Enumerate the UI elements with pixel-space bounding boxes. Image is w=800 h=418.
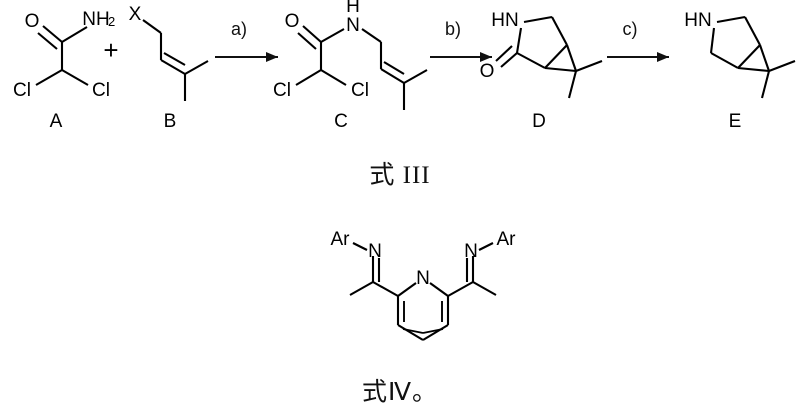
compound-label-b: B bbox=[164, 111, 177, 132]
arrow-a-head bbox=[266, 52, 278, 62]
bond-c-n-ch2 bbox=[361, 28, 382, 43]
reaction-arrow-b bbox=[430, 52, 492, 62]
bond-a-ch-cl-left bbox=[35, 69, 63, 86]
atom-label-a-chlorine-left: Cl bbox=[13, 80, 31, 101]
bond-a-c-o-1 bbox=[42, 25, 63, 43]
bond-c-c-c-2 bbox=[383, 61, 405, 75]
bond-iv-left-methyl bbox=[349, 281, 374, 296]
compound-label-d: D bbox=[532, 111, 546, 132]
atom-label-c-amide-hydrogen: H bbox=[346, 0, 360, 17]
bond-iv-left-n-ar bbox=[352, 242, 368, 251]
reaction-arrow-a bbox=[215, 52, 278, 62]
bond-c-c-methyl-a bbox=[403, 69, 428, 84]
bond-d-ch-carbonyl bbox=[516, 52, 546, 69]
bond-iv-pyr-c3-c4 bbox=[397, 324, 424, 341]
bond-c-c-o-1 bbox=[302, 25, 322, 43]
bond-iv-left-c2-cimine bbox=[372, 281, 399, 297]
compound-d-structure bbox=[495, 15, 603, 99]
bond-e-methyl-a bbox=[768, 60, 796, 72]
bond-d-cyclopropane-b bbox=[544, 66, 577, 73]
formula-iv-structure bbox=[349, 242, 497, 341]
reaction-condition-b: b) bbox=[445, 19, 461, 39]
bond-a-ch-cl-right bbox=[61, 69, 89, 86]
bond-a-c-n bbox=[61, 26, 88, 43]
compound-a-structure bbox=[35, 25, 89, 86]
formula-caption-iv: 式Ⅳ。 bbox=[361, 379, 439, 406]
bond-c-c-o-2 bbox=[297, 32, 317, 50]
atom-label-c-nitrogen: N bbox=[346, 15, 360, 36]
bond-d-methyl-b bbox=[567, 70, 578, 99]
reaction-condition-a: a) bbox=[231, 19, 247, 39]
bond-e-ch-ch2-bottom bbox=[710, 52, 739, 69]
arrow-c-head bbox=[657, 52, 669, 62]
bond-d-c-o-1 bbox=[500, 52, 518, 68]
bond-b-c-c-2 bbox=[163, 52, 186, 66]
atom-label-a-nitrogen: NH bbox=[82, 9, 109, 30]
bond-iv-right-n-ar bbox=[478, 242, 494, 251]
bond-iv-right-methyl bbox=[472, 281, 497, 296]
atom-label-c-chlorine-right: Cl bbox=[351, 80, 369, 101]
compound-label-a: A bbox=[50, 111, 63, 132]
compound-label-e: E bbox=[729, 111, 742, 132]
atom-label-e-nh: HN bbox=[684, 10, 711, 31]
bond-c-c-c-1 bbox=[380, 68, 405, 84]
atom-label-iv-imine-nitrogen-right: N bbox=[464, 241, 478, 262]
bond-iv-right-c6-cimine bbox=[447, 281, 474, 297]
atom-label-a-oxygen: O bbox=[25, 11, 40, 32]
bond-d-methyl-a bbox=[575, 60, 603, 72]
compound-c-structure bbox=[295, 25, 428, 110]
atom-label-b-halide: X bbox=[129, 4, 142, 25]
compound-b-structure bbox=[142, 19, 209, 101]
arrow-b-head bbox=[480, 52, 492, 62]
compound-label-c: C bbox=[334, 111, 348, 132]
bond-e-ch2-n bbox=[709, 27, 716, 54]
bond-e-n-ch2-top bbox=[716, 15, 746, 24]
atom-label-a-chlorine-right: Cl bbox=[92, 80, 110, 101]
bond-e-methyl-b bbox=[760, 70, 771, 99]
reaction-condition-c: c) bbox=[623, 19, 638, 39]
plus-sign: + bbox=[103, 35, 118, 65]
bond-e-cyclopropane-b bbox=[737, 66, 770, 73]
atom-label-c-chlorine-left: Cl bbox=[273, 80, 291, 101]
bond-iv-pyr-double-c3c4 bbox=[402, 328, 424, 334]
bond-d-carbonyl-n bbox=[515, 27, 523, 54]
compound-e-structure bbox=[709, 15, 796, 99]
bond-b-c-methyl-a bbox=[184, 60, 209, 75]
bond-d-ch-ch bbox=[544, 44, 568, 69]
bond-a-c-o-2 bbox=[37, 32, 58, 50]
atom-label-iv-ar-left: Ar bbox=[331, 229, 351, 250]
bond-e-cyclopropane-a bbox=[759, 44, 770, 72]
atom-label-iv-imine-nitrogen-left: N bbox=[368, 241, 382, 262]
bond-e-ch-ch bbox=[737, 44, 761, 69]
atom-label-c-oxygen: O bbox=[285, 11, 300, 32]
formula-caption-iii: 式 III bbox=[369, 162, 431, 189]
atom-label-d-nh: HN bbox=[491, 10, 518, 31]
atom-label-d-oxygen: O bbox=[480, 61, 495, 82]
bond-d-cyclopropane-a bbox=[566, 44, 577, 72]
bond-e-ch2-ch bbox=[744, 16, 761, 46]
bond-iv-pyr-c6-n bbox=[429, 282, 449, 297]
atom-label-iv-ar-right: Ar bbox=[497, 229, 517, 250]
atom-label-iv-pyridine-nitrogen: N bbox=[416, 268, 430, 289]
bond-d-ch2-ch bbox=[551, 16, 568, 46]
bond-iv-pyr-double-c4c5 bbox=[422, 328, 444, 334]
reaction-arrow-c bbox=[607, 52, 669, 62]
bond-c-ch-cl-left bbox=[295, 69, 322, 86]
bond-b-x-ch2 bbox=[142, 19, 162, 34]
bond-d-c-o-2 bbox=[495, 45, 513, 62]
bond-c-c-n bbox=[320, 28, 345, 43]
bond-b-c-c-1 bbox=[160, 59, 186, 75]
atom-label-a-nitrogen-subscript: 2 bbox=[108, 14, 115, 29]
bond-iv-pyr-n-c2 bbox=[397, 282, 417, 297]
bond-iv-pyr-c4-c5 bbox=[422, 324, 449, 341]
bond-c-ch-cl-right bbox=[320, 69, 347, 86]
bond-d-n-ch2 bbox=[523, 15, 553, 24]
